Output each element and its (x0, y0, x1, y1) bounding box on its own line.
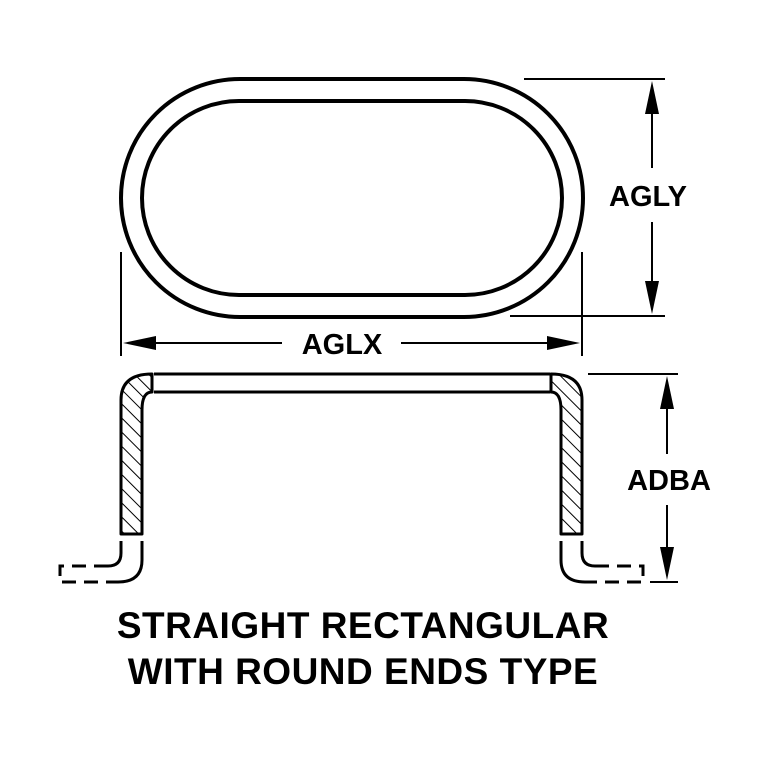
right-flange-dashed (585, 564, 645, 584)
right-wall-section (549, 372, 584, 536)
agly-dimension: AGLY (510, 78, 687, 317)
caption-line-1: STRAIGHT RECTANGULAR (116, 605, 610, 646)
left-flange-dashed (58, 564, 118, 584)
adba-arrowhead-bottom (660, 547, 674, 580)
aglx-arrowhead-right (547, 336, 580, 350)
agly-arrowhead-top (645, 81, 659, 114)
section-view (58, 372, 645, 584)
adba-arrowhead-top (660, 376, 674, 409)
caption-line-2: WITH ROUND ENDS TYPE (127, 651, 599, 692)
left-flange-curve (107, 541, 144, 584)
outer-oval-outline (119, 77, 585, 319)
inner-oval-outline (140, 99, 564, 297)
aglx-dimension: AGLX (120, 252, 583, 361)
agly-arrowhead-bottom (645, 281, 659, 314)
agly-label: AGLY (609, 181, 687, 213)
aglx-arrowhead-left (123, 336, 156, 350)
adba-dimension: ADBA (588, 373, 711, 583)
left-wall-section (119, 372, 154, 536)
top-view (119, 77, 585, 319)
right-flange-curve (559, 541, 596, 584)
aglx-label: AGLX (302, 329, 383, 361)
adba-label: ADBA (627, 465, 711, 497)
